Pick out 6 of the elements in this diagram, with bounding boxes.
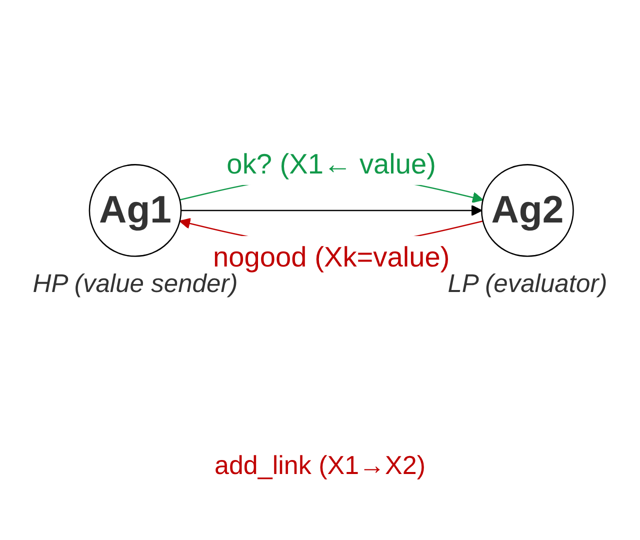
arrow (181, 204, 482, 216)
note-text: add_link (X1→X2) (214, 450, 426, 481)
node-circle: Ag2 (481, 164, 574, 257)
node-circle: Ag1 (88, 164, 182, 257)
edge-label: ok? (X1← value) (226, 148, 436, 180)
role-label: LP (evaluator) (448, 270, 608, 298)
